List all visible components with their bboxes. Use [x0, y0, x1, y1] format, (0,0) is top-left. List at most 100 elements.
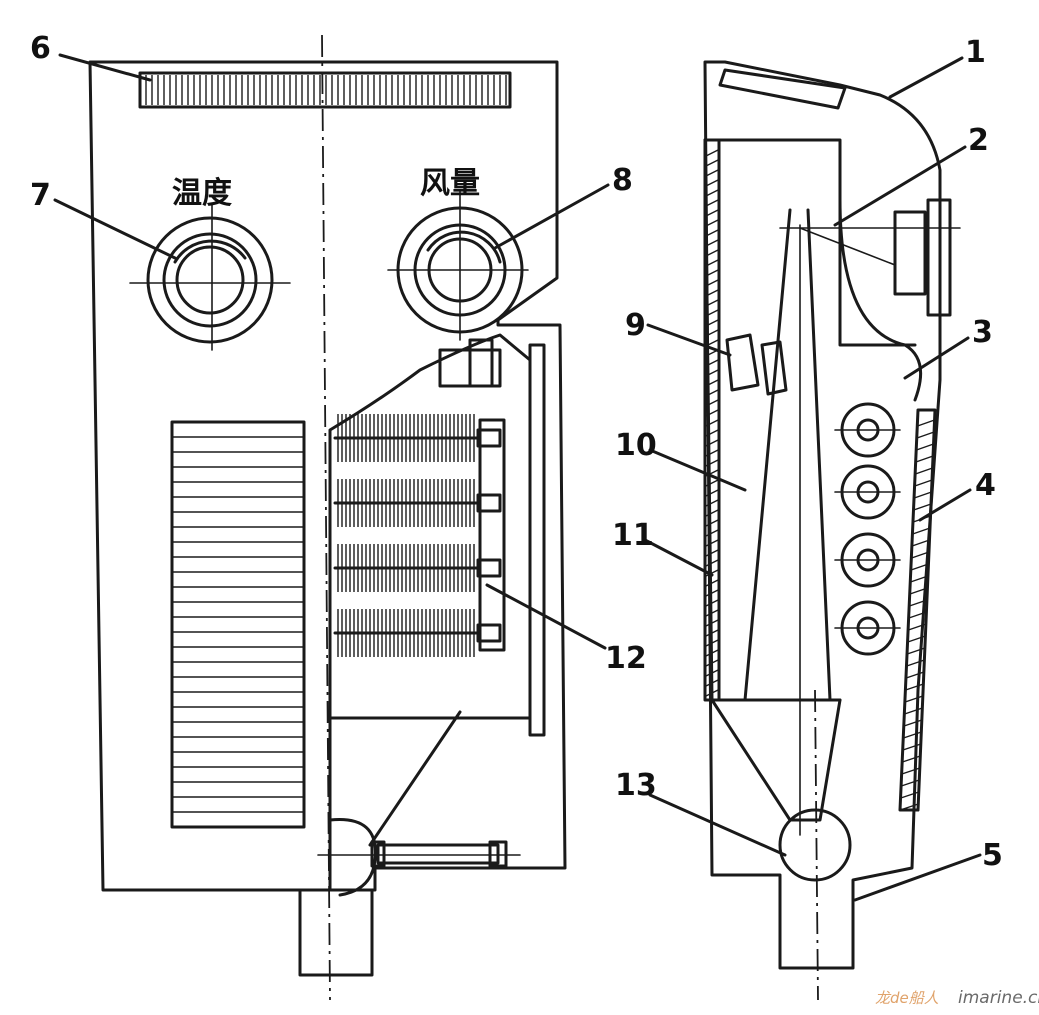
wall-hatch	[705, 539, 719, 547]
callout-4: 4	[975, 468, 996, 503]
wall-hatch	[705, 309, 719, 317]
panel-hatch	[908, 611, 927, 619]
panel-hatch	[906, 659, 925, 667]
wall-hatch	[705, 409, 719, 417]
wall-hatch	[705, 239, 719, 247]
callout-8: 8	[612, 163, 633, 198]
heater-terminal	[476, 493, 502, 513]
panel-hatch	[903, 719, 923, 727]
panel-hatch	[914, 479, 933, 487]
panel-hatch	[907, 635, 926, 643]
callout-1: 1	[965, 35, 986, 70]
front-louver-grille	[170, 420, 306, 829]
callout-7: 7	[30, 178, 51, 213]
callout-3: 3	[972, 315, 993, 350]
wall-hatch	[705, 629, 719, 637]
heater-terminal	[476, 428, 502, 448]
panel-hatch	[916, 443, 934, 451]
wall-hatch	[705, 169, 719, 177]
wall-hatch	[705, 189, 719, 197]
callout-9: 9	[625, 308, 646, 343]
panel-hatch	[909, 587, 928, 595]
panel-hatch	[911, 551, 930, 559]
wall-hatch	[705, 159, 719, 167]
wall-hatch	[705, 609, 719, 617]
panel-hatch	[913, 503, 932, 511]
panel-hatch	[905, 683, 924, 691]
wall-hatch	[705, 389, 719, 397]
wall-hatch	[705, 289, 719, 297]
wall-hatch	[705, 569, 719, 577]
front-view: 温度 风量	[88, 34, 567, 1001]
wall-hatch	[705, 209, 719, 217]
callout-2: 2	[968, 123, 989, 158]
air-volume-label: 风量	[420, 166, 480, 201]
heater-terminal	[476, 558, 502, 578]
panel-hatch	[905, 671, 925, 679]
panel-hatch	[915, 455, 934, 463]
wall-hatch	[705, 689, 719, 697]
wall-hatch	[705, 509, 719, 517]
wall-hatch	[705, 659, 719, 667]
wall-hatch	[705, 599, 719, 607]
panel-hatch	[915, 467, 933, 475]
wall-hatch	[705, 339, 719, 347]
callout-labels: 6 7 8 12 1 2 3 4 9 10 11 13 5	[30, 31, 1003, 873]
wall-hatch	[705, 549, 719, 557]
watermark: 龙de船人 imarine.cn	[875, 988, 1039, 1008]
temperature-dial[interactable]	[129, 204, 291, 351]
wall-hatch	[705, 319, 719, 327]
wall-hatch	[705, 529, 719, 537]
watermark-brand: 龙de船人	[875, 989, 939, 1007]
heater-element-cutaway	[328, 333, 546, 892]
temperature-label: 温度	[172, 176, 232, 211]
side-fan-rollers	[834, 402, 901, 656]
side-outer-panel	[898, 408, 937, 812]
wall-hatch	[705, 249, 719, 257]
wall-hatch	[705, 279, 719, 287]
callout-13: 13	[615, 768, 657, 803]
wall-hatch	[705, 589, 719, 597]
callout-5: 5	[982, 838, 1003, 873]
panel-hatch	[917, 419, 935, 427]
panel-hatch	[904, 695, 924, 703]
wall-hatch	[705, 329, 719, 337]
wall-hatch	[705, 679, 719, 687]
wall-hatch	[705, 459, 719, 467]
wall-hatch	[705, 199, 719, 207]
wall-hatch	[705, 369, 719, 377]
watermark-site: imarine.cn	[958, 988, 1039, 1008]
air-volume-dial[interactable]	[387, 189, 529, 341]
front-housing	[88, 60, 567, 892]
wall-hatch	[705, 179, 719, 187]
wall-hatch	[705, 519, 719, 527]
panel-hatch	[904, 707, 923, 715]
heater-terminal	[476, 623, 502, 643]
side-damper-knobs	[725, 333, 788, 396]
wall-hatch	[705, 669, 719, 677]
wall-hatch	[705, 639, 719, 647]
callout-leaders	[53, 53, 982, 902]
top-grille	[138, 71, 512, 109]
wall-hatch	[705, 259, 719, 267]
panel-hatch	[903, 731, 922, 739]
panel-hatch	[912, 527, 931, 535]
wall-hatch	[705, 499, 719, 507]
callout-11: 11	[612, 518, 654, 553]
front-centerline	[321, 34, 331, 1001]
panel-hatch	[902, 743, 922, 751]
wall-hatch	[705, 429, 719, 437]
panel-hatch	[902, 755, 921, 763]
wall-hatch	[705, 359, 719, 367]
wall-hatch	[705, 419, 719, 427]
panel-hatch	[910, 563, 929, 571]
wall-hatch	[705, 299, 719, 307]
wall-hatch	[705, 219, 719, 227]
wall-hatch	[705, 379, 719, 387]
callout-10: 10	[615, 428, 657, 463]
wall-hatch	[705, 269, 719, 277]
wall-hatch	[705, 479, 719, 487]
panel-hatch	[910, 575, 929, 583]
panel-hatch	[907, 647, 926, 655]
wall-hatch	[705, 579, 719, 587]
